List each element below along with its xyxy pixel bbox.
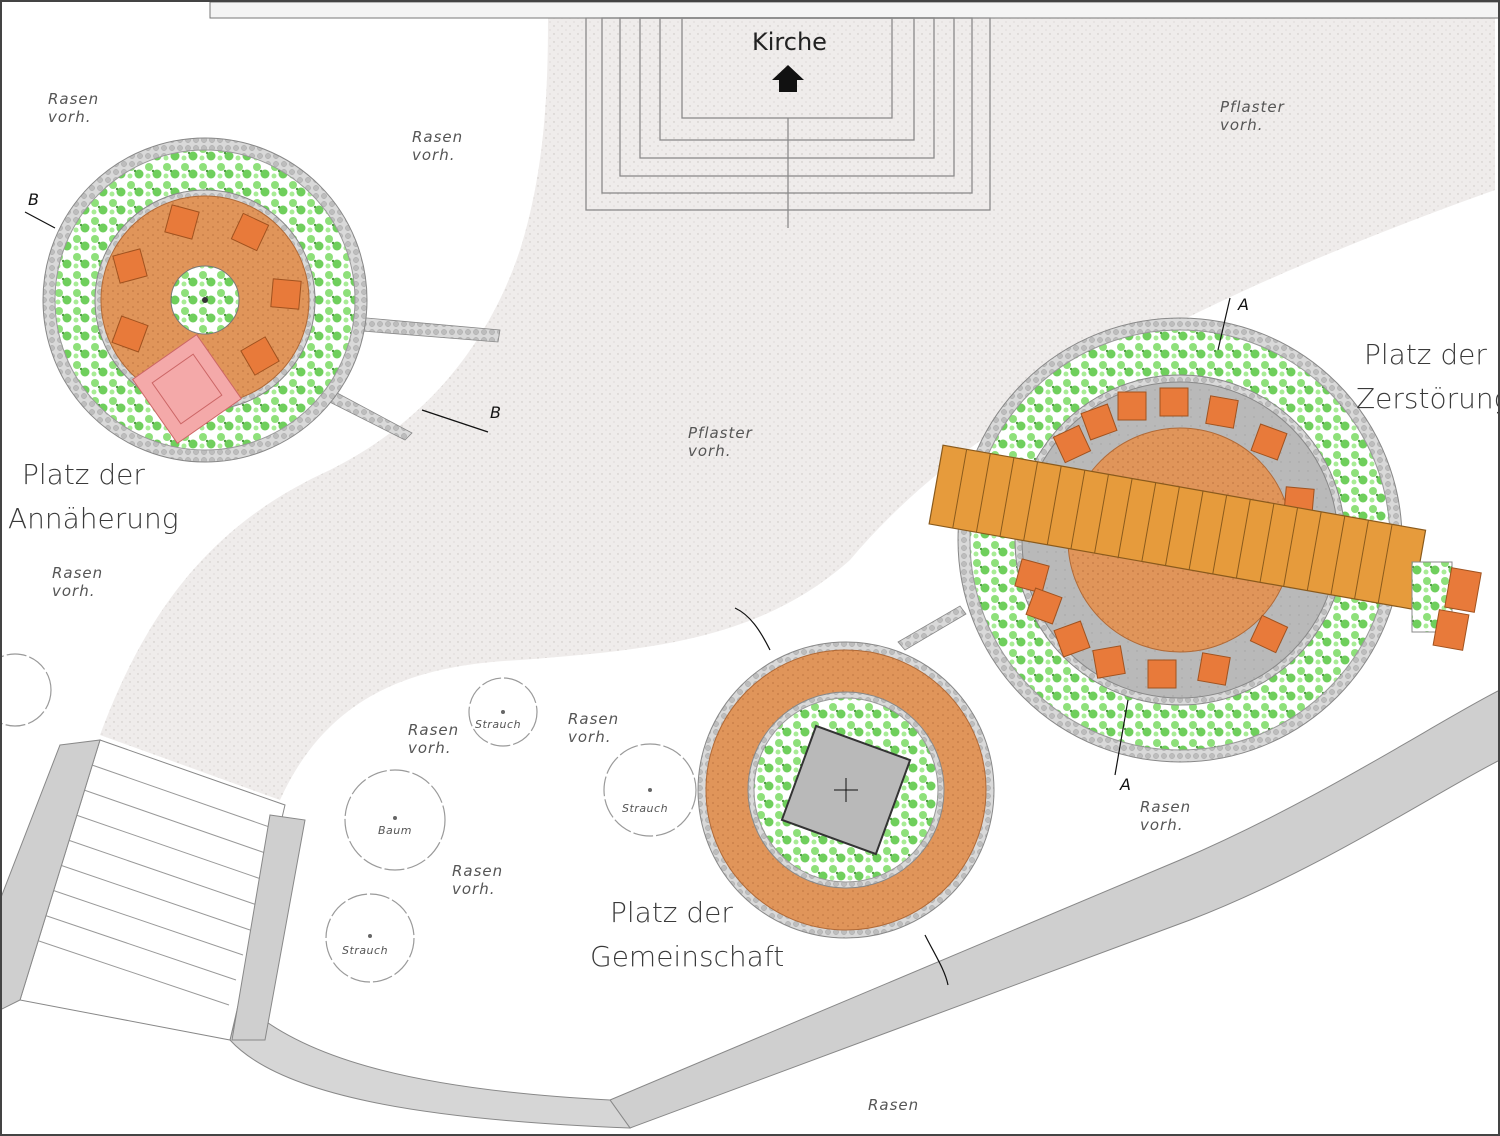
north-arrow-icon — [772, 65, 804, 92]
lawn-label-sub: vorh. — [568, 728, 612, 746]
church-label: Kirche — [752, 28, 827, 56]
lower-wall — [229, 999, 631, 1129]
lawn-label: Rasen — [1140, 798, 1191, 816]
paving-label: Pflaster — [688, 424, 753, 442]
shrub-label: Strauch — [475, 718, 521, 731]
lawn-label-bottom: Rasen — [868, 1096, 919, 1114]
lawn-label-sub: vorh. — [48, 108, 92, 126]
place-title-community-line1: Platz der — [610, 896, 733, 929]
lawn-label-sub: vorh. — [52, 582, 96, 600]
section-b-marker-2: B — [490, 403, 501, 422]
tree-label: Baum — [378, 824, 412, 837]
lawn-label-sub: vorh. — [412, 146, 456, 164]
lawn-label: Rasen — [408, 721, 459, 739]
plaza-destruction — [928, 317, 1482, 763]
lawn-label: Rasen — [48, 90, 99, 108]
lawn-label-sub: vorh. — [1140, 816, 1184, 834]
vegetation — [0, 653, 697, 983]
section-b-marker-1: B — [28, 190, 39, 209]
place-title-approach-line2: Annäherung — [8, 502, 179, 535]
lawn-label-sub: vorh. — [408, 739, 452, 757]
section-a-marker-2: A — [1119, 775, 1131, 794]
lawn-label: Rasen — [452, 862, 503, 880]
staircase — [0, 739, 306, 1041]
place-title-community-line2: Gemeinschaft — [590, 940, 784, 973]
paving-label-sub: vorh. — [1220, 116, 1264, 134]
shrub-label: Strauch — [342, 944, 388, 957]
top-building-edge — [209, 1, 1500, 19]
section-markers — [24, 211, 1231, 986]
plaza-community — [697, 641, 995, 939]
lawn-label-sub: vorh. — [452, 880, 496, 898]
place-title-destruction-line2: Zerstörung — [1356, 382, 1500, 415]
lawn-label: Rasen — [412, 128, 463, 146]
lawn-label: Rasen — [568, 710, 619, 728]
shrub-label: Strauch — [622, 802, 668, 815]
paving-label-sub: vorh. — [688, 442, 732, 460]
paving-label: Pflaster — [1220, 98, 1285, 116]
plaza-approach — [42, 137, 368, 463]
section-a-marker-1: A — [1237, 295, 1249, 314]
church-steps — [585, 17, 991, 228]
place-title-approach-line1: Platz der — [22, 458, 145, 491]
paved-area — [100, 18, 1495, 800]
place-title-destruction-line1: Platz der — [1364, 338, 1487, 371]
boundary-wall — [609, 689, 1500, 1129]
lawn-label: Rasen — [52, 564, 103, 582]
